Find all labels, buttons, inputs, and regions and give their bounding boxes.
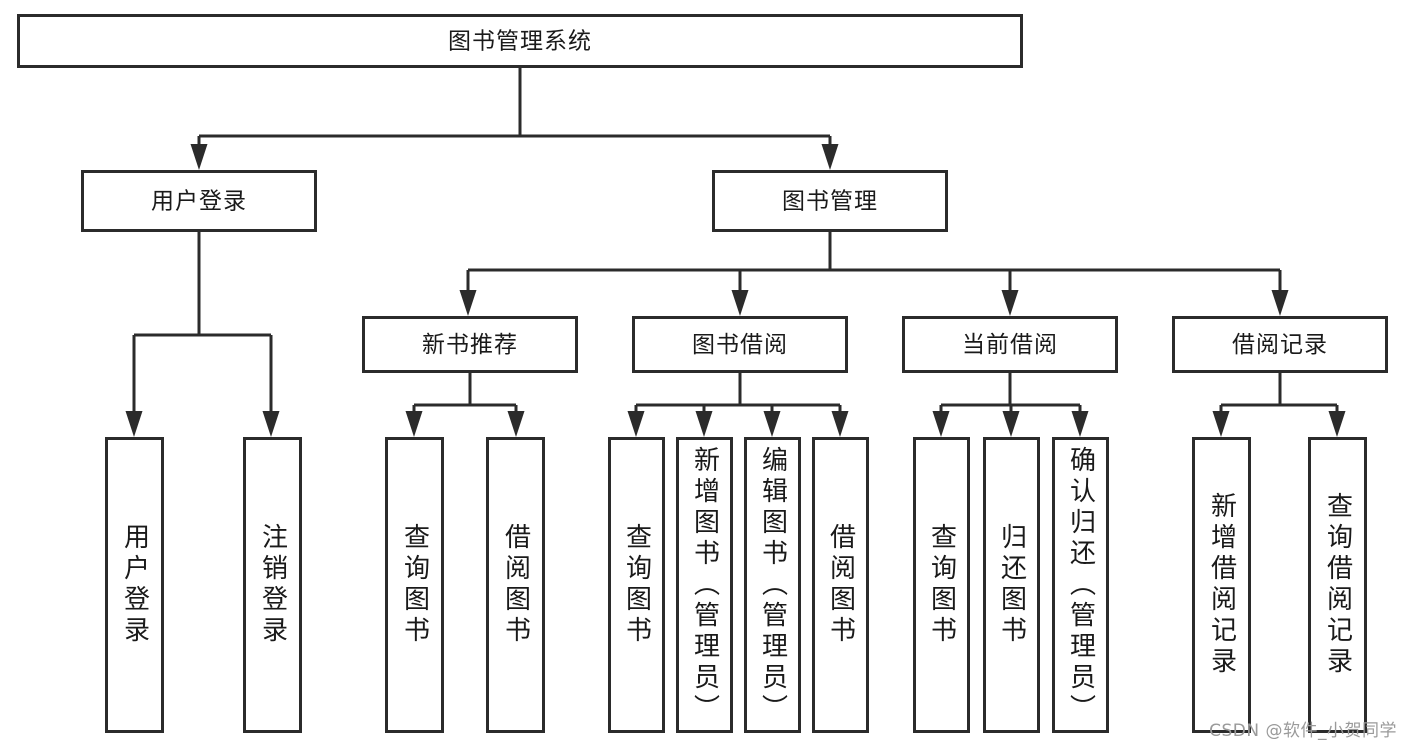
connectors-layer <box>125 68 1346 437</box>
connector-current-borrow-to-leaves <box>932 373 1089 437</box>
node-leaf-new-query-box[interactable] <box>385 437 444 733</box>
arrow-head-icon <box>125 411 143 437</box>
arrow-head-icon <box>405 411 423 437</box>
node-l2-user-box[interactable] <box>81 170 317 232</box>
node-l3-current-box[interactable] <box>902 316 1118 373</box>
node-root-box[interactable] <box>17 14 1023 68</box>
node-leaf-bw-query-box[interactable] <box>608 437 665 733</box>
node-leaf-bw-add-box[interactable] <box>676 437 733 733</box>
arrow-head-icon <box>821 144 839 170</box>
arrow-head-icon <box>1002 411 1020 437</box>
arrow-head-icon <box>763 411 781 437</box>
arrow-head-icon <box>1328 411 1346 437</box>
boxes-layer <box>17 14 1388 733</box>
connector-borrow-record-to-leaves <box>1212 373 1346 437</box>
node-leaf-new-borrow-box[interactable] <box>486 437 545 733</box>
connector-book-borrow-to-leaves <box>627 373 849 437</box>
arrow-head-icon <box>932 411 950 437</box>
arrow-head-icon <box>1271 290 1289 316</box>
node-leaf-user-login-box[interactable] <box>105 437 164 733</box>
node-l3-new-label: 新书推荐 <box>422 332 518 358</box>
arrow-head-icon <box>1071 411 1089 437</box>
connector-root-to-level2 <box>190 68 839 170</box>
node-leaf-cur-query-box[interactable] <box>913 437 970 733</box>
arrow-head-icon <box>731 290 749 316</box>
node-l3-borrow-box[interactable] <box>632 316 848 373</box>
node-l3-borrow-label: 图书借阅 <box>692 332 788 358</box>
node-l3-current-label: 当前借阅 <box>962 332 1058 358</box>
node-leaf-cur-return-box[interactable] <box>983 437 1040 733</box>
arrow-head-icon <box>1212 411 1230 437</box>
connector-book-manage-to-level3 <box>459 232 1289 316</box>
node-leaf-rec-add-box[interactable] <box>1192 437 1251 733</box>
arrow-head-icon <box>190 144 208 170</box>
csdn-watermark: CSDN @软件_小贺同学 <box>1209 721 1397 741</box>
node-l2-book-label: 图书管理 <box>782 189 878 215</box>
node-l2-book-box[interactable] <box>712 170 948 232</box>
node-leaf-bw-borrow-box[interactable] <box>812 437 869 733</box>
arrow-head-icon <box>459 290 477 316</box>
node-l3-new-box[interactable] <box>362 316 578 373</box>
node-leaf-cur-confirm-box[interactable] <box>1052 437 1109 733</box>
node-root-label: 图书管理系统 <box>448 29 592 55</box>
node-leaf-user-logout-box[interactable] <box>243 437 302 733</box>
node-l3-record-box[interactable] <box>1172 316 1388 373</box>
arrow-head-icon <box>507 411 525 437</box>
arrow-head-icon <box>262 411 280 437</box>
node-leaf-bw-edit-box[interactable] <box>744 437 801 733</box>
node-leaf-rec-query-box[interactable] <box>1308 437 1367 733</box>
arrow-head-icon <box>627 411 645 437</box>
arrow-head-icon <box>695 411 713 437</box>
connector-new-book-to-leaves <box>405 373 525 437</box>
arrow-head-icon <box>1001 290 1019 316</box>
connector-user-login-to-leaves <box>125 232 280 437</box>
node-l2-user-label: 用户登录 <box>151 189 247 215</box>
arrow-head-icon <box>831 411 849 437</box>
node-l3-record-label: 借阅记录 <box>1232 332 1328 358</box>
